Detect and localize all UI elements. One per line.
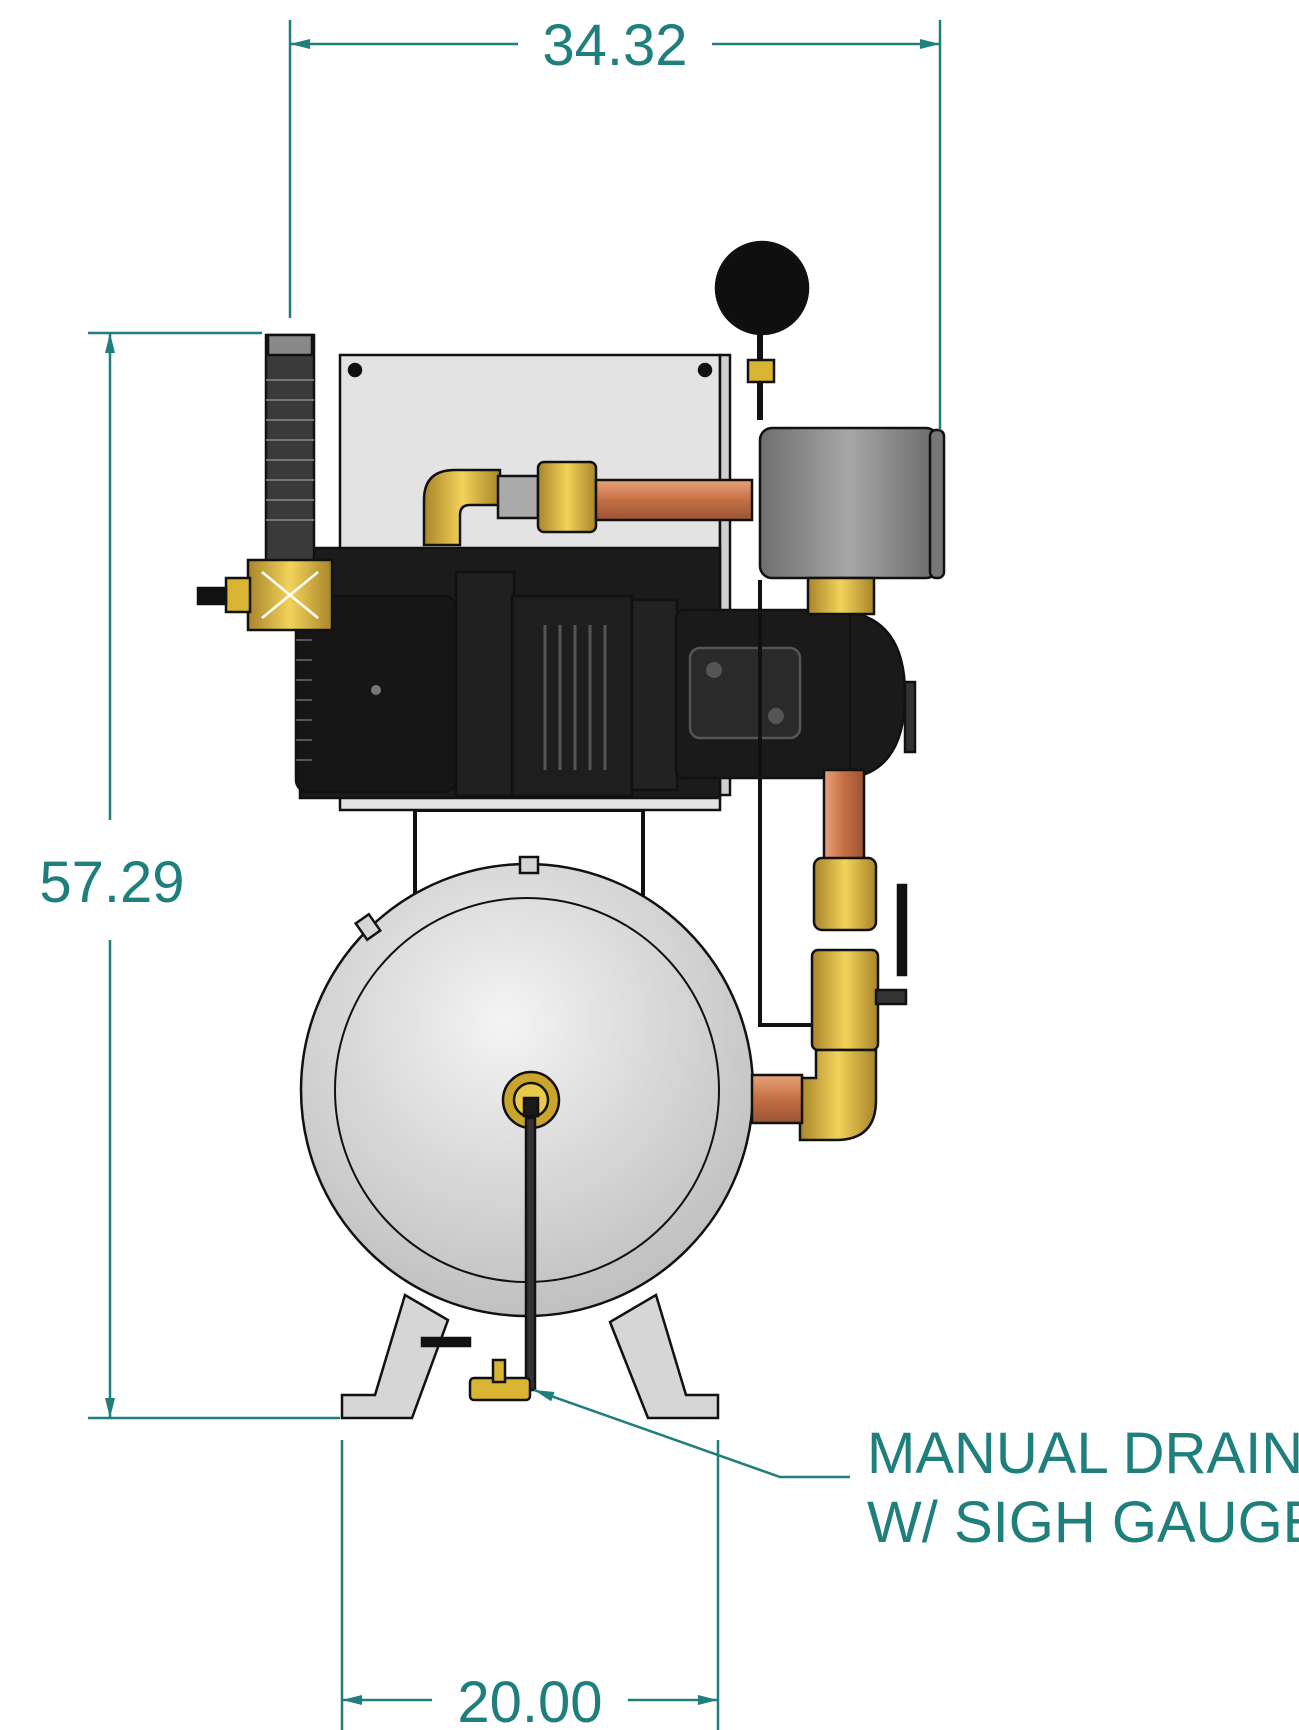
right-tank-leg bbox=[608, 1293, 720, 1420]
discharge-filter bbox=[758, 426, 940, 580]
copper-tank-inlet-pipe bbox=[750, 1073, 804, 1125]
base-width-label: 20.00 bbox=[457, 1670, 602, 1730]
callout-line-2: W/ SIGH GAUGE bbox=[867, 1490, 1299, 1555]
filter-bottom-fitting bbox=[806, 576, 876, 616]
inlet-cross-fitting bbox=[196, 558, 334, 632]
pressure-gauge bbox=[714, 240, 810, 336]
pump-center-block bbox=[510, 594, 634, 798]
ball-valve-handle bbox=[896, 883, 908, 977]
copper-discharge-pipe bbox=[594, 478, 754, 522]
tank-side-fitting bbox=[353, 912, 383, 942]
callout-line-1: MANUAL DRAIN bbox=[867, 1421, 1299, 1486]
motor-end-bell bbox=[848, 610, 907, 780]
compressor-assembly bbox=[196, 240, 946, 1420]
pump-housing bbox=[454, 570, 516, 798]
check-valve bbox=[812, 856, 878, 932]
overall-height-label: 57.29 bbox=[39, 850, 184, 915]
copper-down-pipe bbox=[822, 768, 866, 862]
tank-top-fitting bbox=[518, 855, 540, 875]
pipe-union-nipple bbox=[496, 474, 540, 520]
ball-valve-body bbox=[810, 948, 880, 1052]
sight-gauge-tube bbox=[524, 1116, 537, 1392]
left-tank-leg bbox=[340, 1293, 450, 1420]
overall-width-label: 34.32 bbox=[542, 13, 687, 78]
dimension-lines bbox=[88, 20, 942, 1730]
bypass-tube bbox=[758, 580, 812, 1027]
tank-inlet-elbow bbox=[798, 1048, 878, 1142]
drain-callout-leader bbox=[533, 1388, 850, 1479]
pipe-union-nut bbox=[536, 460, 598, 534]
motor-junction-box bbox=[688, 646, 802, 740]
intake-pipe bbox=[264, 333, 316, 567]
